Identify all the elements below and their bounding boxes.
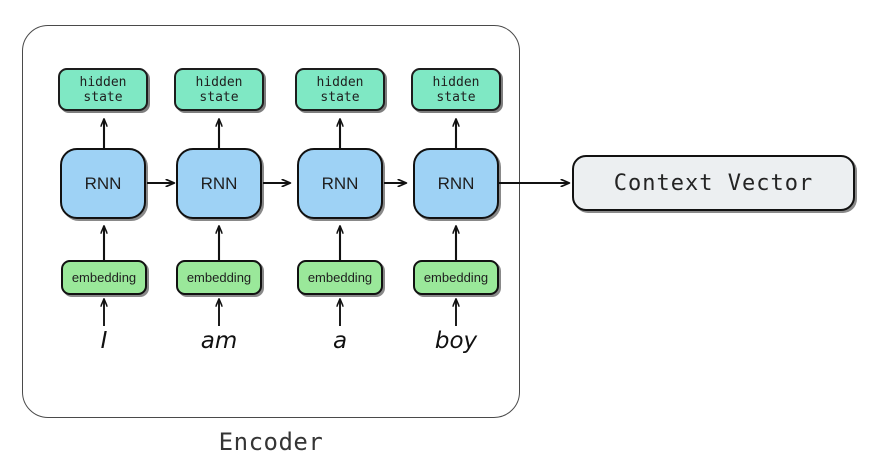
hidden-state-label-line2: state	[83, 89, 123, 105]
embedding-box-1: embedding	[61, 260, 147, 295]
input-word-2: am	[200, 328, 238, 354]
hidden-state-label-line1: hidden	[316, 74, 364, 90]
embedding-box-3: embedding	[297, 260, 383, 295]
hidden-state-label-line2: state	[320, 89, 360, 105]
hidden-state-label-line2: state	[436, 89, 476, 105]
input-word-4: boy	[434, 328, 478, 354]
embedding-label: embedding	[186, 270, 252, 285]
rnn-cell-4: RNN	[413, 148, 499, 219]
hidden-state-box-1: hidden state	[58, 68, 148, 111]
embedding-box-4: embedding	[413, 260, 499, 295]
encoder-caption: Encoder	[218, 428, 324, 456]
context-vector-label: Context Vector	[613, 170, 814, 196]
embedding-label: embedding	[423, 270, 489, 285]
context-vector-box: Context Vector	[572, 155, 855, 211]
encoder-container	[22, 25, 520, 418]
embedding-label: embedding	[71, 270, 137, 285]
input-word-3: a	[332, 328, 348, 354]
rnn-cell-label: RNN	[321, 173, 359, 193]
hidden-state-box-3: hidden state	[295, 68, 385, 111]
embedding-label: embedding	[307, 270, 373, 285]
input-word-1: I	[100, 328, 108, 354]
embedding-box-2: embedding	[176, 260, 262, 295]
rnn-cell-1: RNN	[60, 148, 146, 219]
hidden-state-box-2: hidden state	[174, 68, 264, 111]
rnn-cell-3: RNN	[297, 148, 383, 219]
rnn-cell-label: RNN	[200, 173, 238, 193]
hidden-state-label-line1: hidden	[79, 74, 127, 90]
rnn-cell-label: RNN	[84, 173, 122, 193]
rnn-cell-2: RNN	[176, 148, 262, 219]
hidden-state-label-line2: state	[199, 89, 239, 105]
hidden-state-label-line1: hidden	[432, 74, 480, 90]
hidden-state-label-line1: hidden	[195, 74, 243, 90]
hidden-state-box-4: hidden state	[411, 68, 501, 111]
rnn-cell-label: RNN	[437, 173, 475, 193]
